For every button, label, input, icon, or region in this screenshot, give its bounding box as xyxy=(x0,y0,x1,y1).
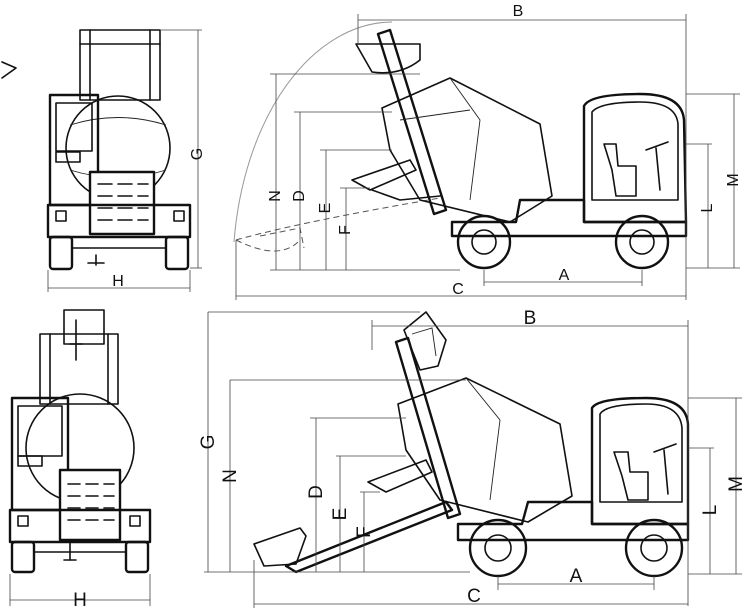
bottom-front-view: H xyxy=(8,309,152,610)
bucket-lowered xyxy=(253,527,307,567)
label-d-2: D xyxy=(306,485,327,499)
label-g-2: G xyxy=(198,435,219,450)
bucket-raised xyxy=(355,43,421,74)
label-b-2: B xyxy=(524,308,537,329)
bottom-side-view: B C A G N D E F M xyxy=(198,308,747,608)
front-wheel-right xyxy=(164,235,190,271)
front-grille-2 xyxy=(58,468,122,542)
loading-arm-2 xyxy=(394,336,462,520)
label-c: C xyxy=(452,281,464,298)
front-hopper-frame-2 xyxy=(39,333,119,405)
label-b: B xyxy=(513,3,524,20)
bucket-swing-arc xyxy=(233,21,393,243)
label-g: G xyxy=(189,148,206,160)
label-m-2: M xyxy=(726,476,747,492)
cab-seat-2 xyxy=(613,451,649,501)
label-e-2: E xyxy=(330,508,351,521)
label-e: E xyxy=(317,203,334,214)
label-c-2: C xyxy=(467,586,481,607)
side-cab-2 xyxy=(590,396,690,526)
side-wheel-rear xyxy=(456,214,512,270)
label-l: L xyxy=(699,203,716,212)
bucket-raised-2 xyxy=(403,311,447,371)
front-grille xyxy=(88,170,156,236)
side-wheel-rear-2 xyxy=(468,518,528,578)
label-a-2: A xyxy=(570,566,583,587)
front-chassis-2 xyxy=(8,508,152,544)
label-n-2: N xyxy=(220,469,241,483)
cab-seat xyxy=(603,143,637,197)
front-hopper-frame xyxy=(79,29,161,101)
front-wheel-left-2 xyxy=(10,540,36,574)
side-wheel-front-2 xyxy=(624,518,684,578)
top-side-view: B C A N D E F M L xyxy=(233,3,742,300)
front-bucket-top xyxy=(63,309,105,345)
label-m: M xyxy=(725,173,742,186)
loading-arm-lowered xyxy=(284,500,454,574)
label-n: N xyxy=(267,190,284,202)
loading-arm xyxy=(376,28,448,216)
label-h: H xyxy=(112,273,124,290)
front-wheel-left xyxy=(48,235,74,271)
front-chassis xyxy=(46,203,192,239)
side-wheel-front xyxy=(614,214,670,270)
label-f: F xyxy=(337,225,354,235)
top-front-view: G H xyxy=(1,29,206,292)
arrow-marker xyxy=(1,61,17,79)
side-drum-2 xyxy=(397,377,573,523)
side-drum xyxy=(381,77,553,223)
label-a: A xyxy=(559,267,570,284)
label-f-2: F xyxy=(354,526,375,538)
front-wheel-right-2 xyxy=(124,540,150,574)
label-d: D xyxy=(291,190,308,202)
label-h-2: H xyxy=(73,590,87,610)
label-l-2: L xyxy=(700,505,721,516)
side-cab xyxy=(582,92,688,224)
